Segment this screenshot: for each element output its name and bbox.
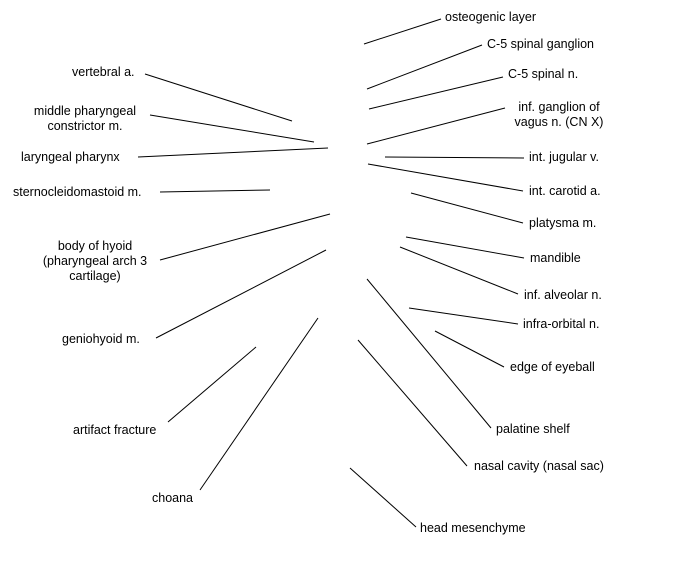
leader-infraorbital xyxy=(408,307,519,325)
leader-artifact xyxy=(167,346,257,423)
label-geniohyoid: geniohyoid m. xyxy=(62,332,140,346)
label-line: cartilage) xyxy=(69,269,121,283)
label-osteogenic-layer: osteogenic layer xyxy=(445,10,537,24)
label-c5-spinal-ganglion: C-5 spinal ganglion xyxy=(487,37,595,51)
leader-mesenchyme xyxy=(349,467,417,528)
leader-c5-ganglion xyxy=(366,44,483,90)
label-mandible: mandible xyxy=(530,251,581,265)
leader-laryngeal xyxy=(137,147,329,158)
label-int-jugular-vein: int. jugular v. xyxy=(529,150,599,164)
label-body-of-hyoid: body of hyoid (pharyngeal arch 3 cartila… xyxy=(34,239,156,284)
label-line: vagus n. (CN X) xyxy=(514,115,604,129)
leader-eyeball xyxy=(434,330,505,368)
label-infra-orbital-nerve: infra-orbital n. xyxy=(523,317,600,331)
leader-carotid xyxy=(367,163,524,192)
label-laryngeal-pharynx: laryngeal pharynx xyxy=(21,150,120,164)
label-line: body of hyoid xyxy=(57,239,133,253)
label-int-carotid-artery: int. carotid a. xyxy=(529,184,601,198)
label-c5-spinal-nerve: C-5 spinal n. xyxy=(508,67,579,81)
label-inf-alveolar-nerve: inf. alveolar n. xyxy=(524,288,602,302)
label-sternocleidomastoid: sternocleidomastoid m. xyxy=(13,185,142,199)
label-line: (pharyngeal arch 3 xyxy=(42,254,148,268)
label-middle-pharyngeal-constrictor: middle pharyngeal constrictor m. xyxy=(22,104,148,134)
label-artifact-fracture: artifact fracture xyxy=(73,423,157,437)
leader-c5-nerve xyxy=(368,76,504,110)
label-line: inf. ganglion of xyxy=(518,100,600,114)
label-nasal-cavity: nasal cavity (nasal sac) xyxy=(474,459,604,473)
label-palatine-shelf: palatine shelf xyxy=(496,422,570,436)
leader-palatine xyxy=(366,278,492,429)
label-line: middle pharyngeal xyxy=(33,104,137,118)
leader-inf-ganglion xyxy=(366,107,506,145)
leader-vertebral xyxy=(144,73,293,122)
leader-geniohyoid xyxy=(155,249,327,339)
leader-sterno xyxy=(159,189,271,193)
label-vertebral-artery: vertebral a. xyxy=(72,65,135,79)
leader-mandible xyxy=(405,236,525,259)
leader-jugular xyxy=(384,156,525,159)
leader-nasal xyxy=(357,339,468,467)
label-inf-ganglion-vagus: inf. ganglion of vagus n. (CN X) xyxy=(505,100,613,130)
label-platysma: platysma m. xyxy=(529,216,597,230)
label-edge-of-eyeball: edge of eyeball xyxy=(510,360,595,374)
leader-pharyngeal xyxy=(149,114,315,143)
leader-choana xyxy=(199,317,319,491)
label-choana: choana xyxy=(152,491,194,505)
leader-alveolar xyxy=(399,246,519,295)
leader-hyoid xyxy=(159,213,331,261)
leader-platysma xyxy=(410,192,524,224)
label-line: constrictor m. xyxy=(47,119,123,133)
leader-osteogenic xyxy=(363,18,442,45)
label-head-mesenchyme: head mesenchyme xyxy=(420,521,526,535)
